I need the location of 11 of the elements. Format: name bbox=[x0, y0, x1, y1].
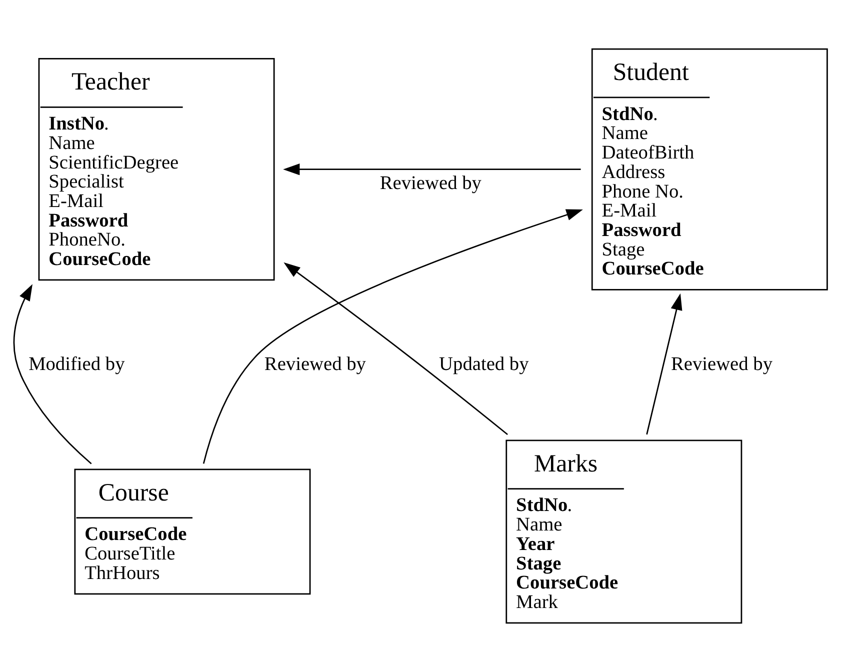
edge-label: Reviewed by bbox=[670, 354, 773, 375]
arrow bbox=[646, 292, 682, 434]
arrow bbox=[283, 163, 581, 175]
arrow bbox=[13, 284, 92, 464]
edge-label: Reviewed by bbox=[264, 354, 366, 375]
edge-label: Reviewed by bbox=[380, 172, 482, 194]
edge-label: Modified by bbox=[28, 354, 125, 375]
node-box: Student StdNo. Name DateofBirth Address Phone No. E-Mail Password Stage CourseCode bbox=[591, 48, 828, 290]
arrow bbox=[284, 262, 508, 435]
arrow bbox=[202, 208, 583, 464]
edge-label: Updated by bbox=[439, 354, 529, 375]
